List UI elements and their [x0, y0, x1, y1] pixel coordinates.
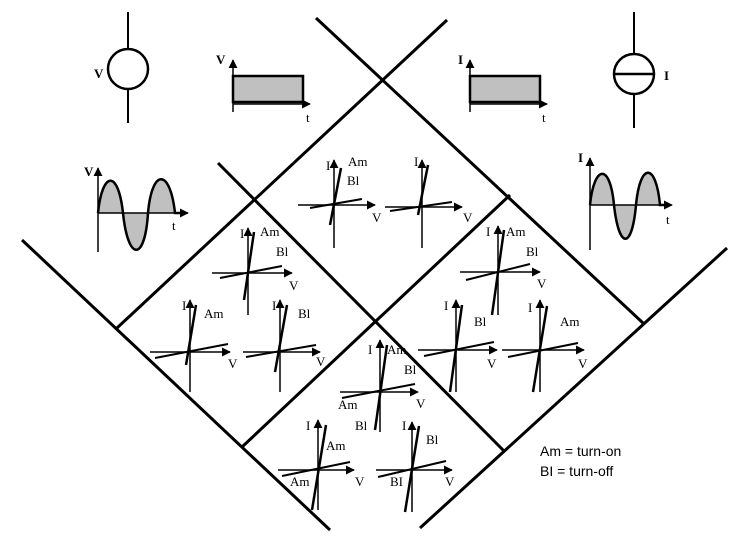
iv6-am: Am: [506, 224, 526, 239]
current-source-label: I: [664, 68, 669, 83]
iv5-v: V: [316, 354, 326, 369]
legend-turn-off: BI = turn-off: [540, 463, 613, 479]
iv7-v: V: [487, 356, 497, 371]
iv1-bl: Bl: [347, 173, 360, 188]
iv-plot-left-bottom-right: I Bl V: [243, 298, 326, 392]
iv11-bl: Bl: [426, 432, 439, 447]
iv3-i: I: [240, 226, 244, 241]
iv9-am: Am: [387, 342, 407, 357]
pulse-i-label: I: [458, 52, 463, 67]
legend: Am = turn-on BI = turn-off: [540, 443, 621, 479]
iv5-i: I: [272, 298, 276, 313]
iv10-i: I: [306, 418, 310, 433]
iv1-am: Am: [348, 154, 368, 169]
iv-plot-top-left: I Am Bl V: [298, 154, 382, 248]
iv-plot-right-bottom-left: I Bl V: [418, 298, 498, 393]
iv7-i: I: [444, 298, 448, 313]
iv3-bl: Bl: [276, 244, 289, 259]
sine-i-label: I: [578, 150, 583, 165]
square-pulse-current-icon: I t: [458, 52, 548, 125]
iv6-bl: Bl: [526, 244, 539, 259]
diamond-grid: [20, 16, 729, 532]
pulse-v-label: V: [216, 52, 226, 67]
iv5-bl: Bl: [298, 306, 311, 321]
iv9-i: I: [368, 342, 372, 357]
iv-plot-left-bottom-left: I Am V: [150, 298, 238, 392]
iv11-v: V: [445, 474, 455, 489]
iv11-bl2: BI: [390, 474, 403, 489]
iv8-am: Am: [560, 314, 580, 329]
iv9-v: V: [416, 396, 426, 411]
iv4-am: Am: [204, 306, 224, 321]
iv1-i: I: [326, 158, 330, 173]
iv8-i: I: [528, 300, 532, 315]
iv-plot-bottom-left: I Am Am V: [278, 418, 365, 511]
iv7-bl: Bl: [474, 314, 487, 329]
iv-plot-right-bottom-right: I Am V: [502, 299, 588, 393]
iv4-i: I: [182, 298, 186, 313]
iv2-i: I: [414, 154, 418, 169]
pulse-i-time-label: t: [542, 110, 546, 125]
sine-v-time-label: t: [172, 218, 176, 233]
iv-plot-right-top: I Am Bl V: [460, 224, 547, 316]
sine-i-time-label: t: [666, 212, 670, 227]
pulse-v-time-label: t: [306, 110, 310, 125]
iv3-v: V: [289, 278, 299, 293]
iv1-v: V: [372, 210, 382, 225]
iv8-v: V: [578, 356, 588, 371]
sine-wave-current-icon: I t: [578, 150, 673, 250]
iv9-bl: Bl: [404, 362, 417, 377]
iv9-bl2: Bl: [355, 418, 368, 433]
voltage-source-label: V: [94, 66, 104, 81]
sine-v-label: V: [84, 164, 94, 179]
iv9-am2: Am: [338, 397, 358, 412]
iv4-v: V: [228, 356, 238, 371]
iv3-am: Am: [260, 224, 280, 239]
iv-plot-left-top: I Am Bl V: [212, 224, 299, 315]
iv10-v: V: [355, 474, 365, 489]
iv6-i: I: [486, 224, 490, 239]
square-pulse-voltage-icon: V t: [216, 52, 311, 125]
iv11-i: I: [402, 418, 406, 433]
sine-wave-voltage-icon: V t: [84, 164, 189, 252]
iv2-v: V: [463, 210, 473, 225]
iv-plot-center: I Am Bl Am V Bl: [338, 339, 426, 433]
current-source-icon: I: [612, 12, 669, 128]
iv10-am: Am: [326, 438, 346, 453]
iv6-v: V: [537, 276, 547, 291]
voltage-source-icon: V: [94, 12, 150, 123]
iv10-am2: Am: [290, 474, 310, 489]
iv-plot-bottom-right: I Bl BI V: [376, 418, 455, 513]
legend-turn-on: Am = turn-on: [540, 443, 621, 459]
iv-plot-top-right: I V: [385, 154, 473, 248]
